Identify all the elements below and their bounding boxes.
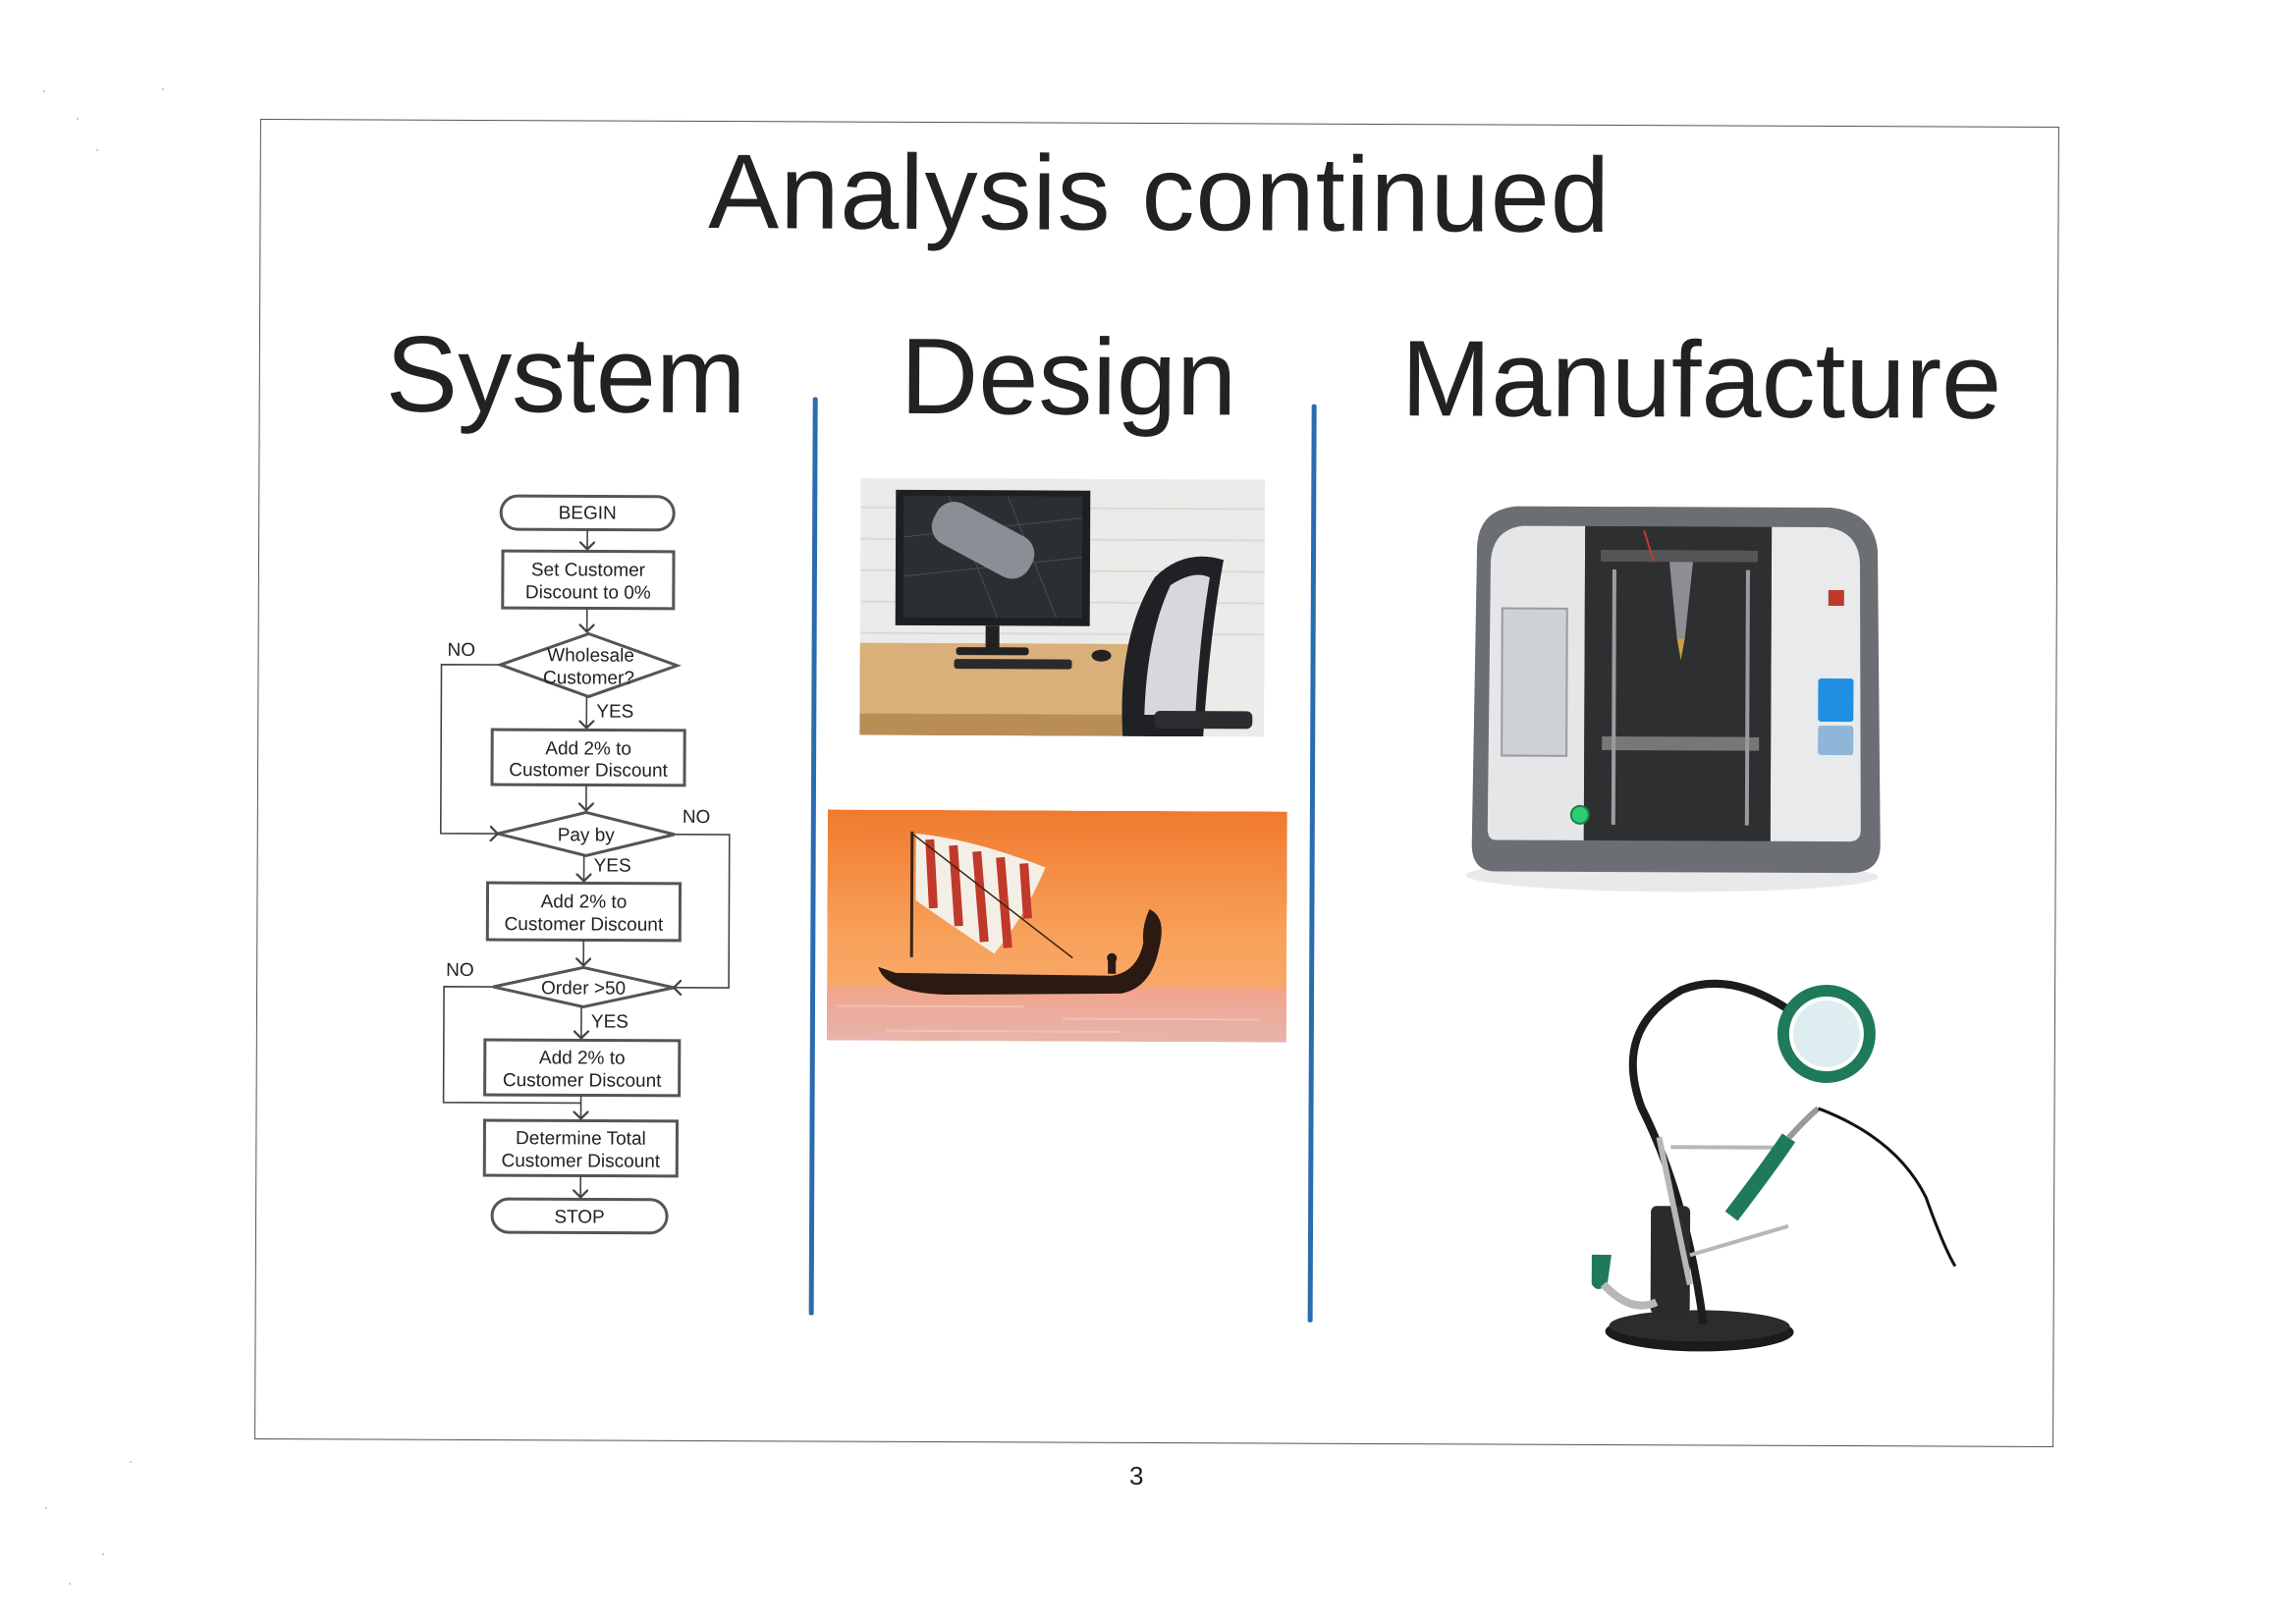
flow-step3-line2: Customer Discount xyxy=(505,914,664,936)
flow-step5-line1: Determine Total xyxy=(516,1128,646,1150)
flow-decision2-label: Pay by xyxy=(558,825,616,845)
flow-yes-label-3: YES xyxy=(591,1011,629,1032)
flow-step2-box xyxy=(490,728,686,787)
flow-step1-line2: Discount to 0% xyxy=(525,582,651,604)
flow-step1-box xyxy=(501,549,676,611)
flow-yes-label-2: YES xyxy=(594,855,631,876)
flow-decision1-line1: Wholesale xyxy=(547,645,634,666)
flow-decision3-label: Order >50 xyxy=(541,978,626,999)
column-divider-right xyxy=(1307,404,1317,1323)
flow-step5-line2: Customer Discount xyxy=(501,1151,660,1172)
3d-printer-image xyxy=(1436,490,1909,904)
soldering-station-image xyxy=(1493,960,1986,1365)
cad-workstation-image xyxy=(859,477,1266,737)
slide-title: Analysis continued xyxy=(708,132,1612,255)
flow-no-label-1: NO xyxy=(448,640,476,661)
flow-decision2-diamond xyxy=(497,810,676,858)
flow-stop-terminal xyxy=(490,1197,669,1235)
viking-ship-sunset-image xyxy=(826,809,1287,1043)
column-heading-design: Design xyxy=(900,315,1237,439)
flow-step3-line1: Add 2% to xyxy=(541,892,628,912)
column-heading-manufacture: Manufacture xyxy=(1400,318,2002,442)
column-divider-left xyxy=(808,397,818,1316)
flow-step1-line1: Set Customer xyxy=(531,560,646,581)
flow-stop-label: STOP xyxy=(554,1207,604,1227)
flow-decision3-diamond xyxy=(492,965,675,1008)
flow-no-label-2: NO xyxy=(683,807,711,828)
flow-step4-box xyxy=(483,1038,682,1098)
page-number: 3 xyxy=(1129,1461,1144,1490)
slide-frame: Analysis continued System Design Manufac… xyxy=(254,119,2059,1447)
flow-step4-line1: Add 2% to xyxy=(539,1048,626,1068)
flow-no-label-3: NO xyxy=(446,960,474,981)
flow-decision1-line2: Customer? xyxy=(543,668,634,688)
column-heading-system: System xyxy=(385,313,746,437)
flow-step2-line1: Add 2% to xyxy=(545,738,631,759)
flow-step2-line2: Customer Discount xyxy=(509,760,668,782)
flow-step4-line2: Customer Discount xyxy=(503,1070,662,1092)
flow-decision1-diamond xyxy=(496,631,682,699)
flow-begin-label: BEGIN xyxy=(559,503,617,523)
flow-yes-label-1: YES xyxy=(596,702,633,723)
discount-flowchart: BEGIN Set Customer Discount to 0% Wholes… xyxy=(439,494,731,1235)
